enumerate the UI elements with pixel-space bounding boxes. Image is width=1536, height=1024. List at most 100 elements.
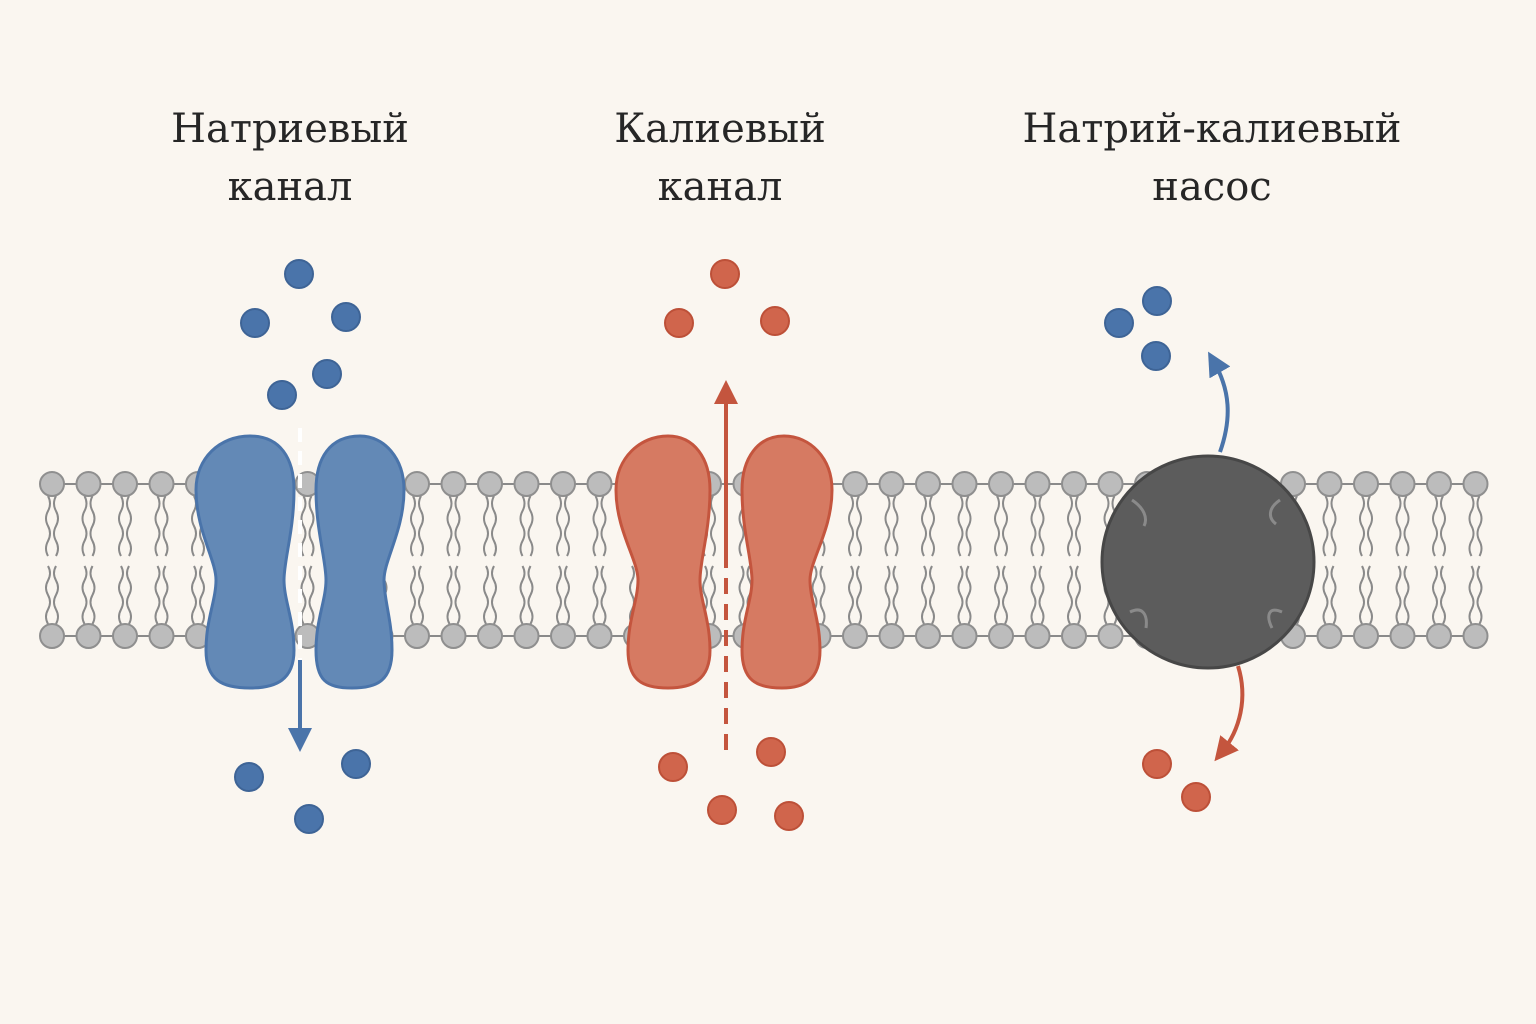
lipid-tail xyxy=(45,495,51,557)
lipid-tail xyxy=(308,495,315,557)
lipid-head xyxy=(404,471,430,497)
lipid-head xyxy=(477,471,503,497)
lipid-tail xyxy=(126,565,132,625)
lipid-tail xyxy=(1067,565,1073,625)
potassium-channel-right-subunit xyxy=(740,434,834,690)
lipid-tail xyxy=(300,565,307,625)
potassium-ion xyxy=(658,752,688,782)
lipid-tail xyxy=(1322,495,1329,557)
lipid-head xyxy=(39,471,65,497)
sodium-ion xyxy=(1104,308,1134,338)
lipid-tail xyxy=(519,565,526,625)
lipid-tail xyxy=(1038,565,1045,625)
lipid-head xyxy=(1462,623,1489,649)
lipid-tail xyxy=(1403,495,1410,557)
lipid-tail xyxy=(418,565,424,625)
lipid-tail xyxy=(994,495,1000,557)
lipid-head xyxy=(148,471,175,497)
sodium-ion xyxy=(331,302,361,332)
lipid-tail xyxy=(848,495,854,557)
potassium-ion xyxy=(756,737,786,767)
lipid-tail xyxy=(1476,565,1483,625)
lipid-tail xyxy=(53,495,59,557)
potassium-channel-left-subunit xyxy=(614,434,712,690)
lipid-tail xyxy=(118,495,124,557)
lipid-head xyxy=(513,623,540,649)
lipid-tail xyxy=(410,565,416,625)
lipid-tail xyxy=(600,495,607,557)
lipid-tail xyxy=(1440,565,1446,625)
potassium-ions xyxy=(658,259,1211,831)
lipid-tail xyxy=(629,565,635,625)
lipid-tail xyxy=(921,495,927,557)
lipid-tail xyxy=(81,565,88,625)
lipid-tail xyxy=(1330,495,1337,557)
lipid-tail xyxy=(848,565,854,625)
label-potassium-channel: Калиевый канал xyxy=(460,100,980,216)
lipid-tail xyxy=(1067,495,1073,557)
sodium-ion xyxy=(240,308,270,338)
lipid-head xyxy=(878,471,905,497)
lipid-tail xyxy=(154,495,161,557)
lipid-tail xyxy=(1367,565,1373,625)
pump-groove-upper-left xyxy=(1131,498,1147,527)
lipid-tail xyxy=(191,565,197,625)
lipid-tail xyxy=(892,495,899,557)
lipid-tail xyxy=(491,495,497,557)
label-potassium-channel-line2: канал xyxy=(657,164,783,210)
lipid-tail xyxy=(154,565,161,625)
lipid-head xyxy=(477,623,503,649)
lipid-tail xyxy=(308,565,315,625)
lipid-head xyxy=(75,623,102,649)
label-sodium-channel-line2: канал xyxy=(227,164,353,210)
lipid-head xyxy=(75,471,102,497)
lipid-tail xyxy=(856,495,862,557)
lipid-head xyxy=(586,623,613,649)
lipid-tail xyxy=(738,565,745,625)
lipid-head xyxy=(1061,623,1087,649)
lipid-head xyxy=(112,623,138,649)
lipid-head xyxy=(1462,471,1489,497)
lipid-tail xyxy=(81,495,88,557)
lipid-tail xyxy=(556,495,562,557)
lipid-head xyxy=(550,471,576,497)
lipid-tail xyxy=(564,495,570,557)
lipid-head xyxy=(513,471,540,497)
lipid-tail xyxy=(556,565,562,625)
potassium-ion xyxy=(664,308,694,338)
label-sodium-channel: Натриевый канал xyxy=(30,100,550,216)
lipid-tail xyxy=(1440,495,1446,557)
lipid-tail xyxy=(89,495,96,557)
lipid-tail xyxy=(592,565,599,625)
potassium-ion xyxy=(1142,749,1172,779)
lipid-tail xyxy=(446,565,453,625)
lipid-tail xyxy=(1002,565,1008,625)
lipid-head xyxy=(586,471,613,497)
pump-sodium-out-arrow xyxy=(1208,351,1231,453)
lipid-tail xyxy=(892,565,899,625)
lipid-tail xyxy=(1359,495,1365,557)
lipid-tail xyxy=(45,565,51,625)
lipid-tail xyxy=(1367,495,1373,557)
lipid-tail xyxy=(446,495,453,557)
lipid-tail xyxy=(483,495,489,557)
lipid-head xyxy=(1024,623,1051,649)
pump-potassium-in-arrow xyxy=(1214,665,1245,762)
lipid-tail xyxy=(1468,565,1475,625)
label-pump: Натрий-калиевый насос xyxy=(952,100,1472,216)
sodium-ion xyxy=(1141,341,1171,371)
lipid-tail xyxy=(1395,495,1402,557)
lipid-tail xyxy=(410,495,416,557)
sodium-ions xyxy=(234,259,1172,834)
lipid-head xyxy=(1426,471,1452,497)
lipid-tail xyxy=(1403,565,1410,625)
lipid-head xyxy=(1061,471,1087,497)
lipid-tail xyxy=(527,565,534,625)
lipid-tail xyxy=(1476,495,1483,557)
lipid-tail xyxy=(921,565,927,625)
lipid-head xyxy=(1024,471,1051,497)
lipid-tail xyxy=(53,565,59,625)
lipid-head xyxy=(440,623,467,649)
lipid-tail xyxy=(1002,495,1008,557)
lipid-head xyxy=(988,471,1014,497)
